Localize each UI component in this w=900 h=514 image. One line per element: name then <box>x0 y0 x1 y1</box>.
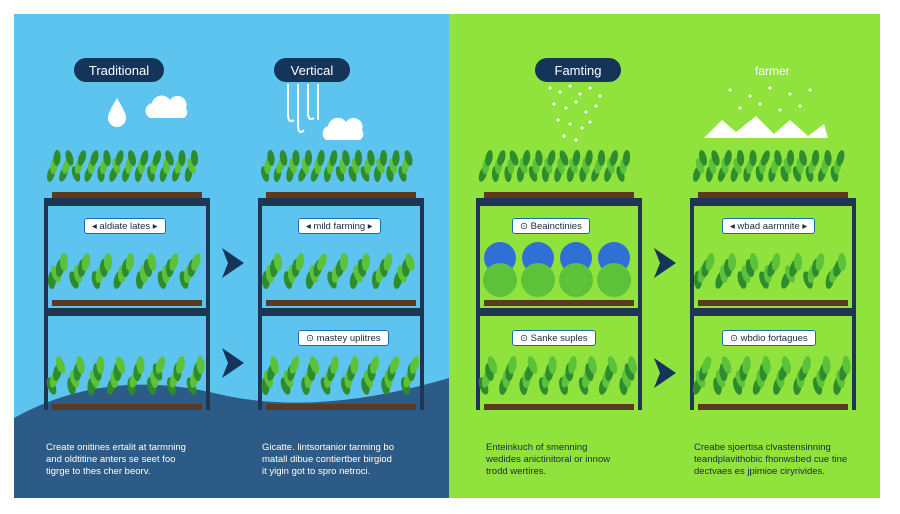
sprinkle-icon <box>540 82 610 144</box>
caption-line: Creabe sjoertisa clvastensinning <box>694 442 874 454</box>
caption-line: Gicatte. lintsortanior tarming bo <box>262 442 442 454</box>
caption-traditional: Create onitines ertalit at tarmning and … <box>46 442 226 478</box>
shelf-unit <box>690 140 856 410</box>
right-arrow-icon <box>218 246 248 280</box>
shelf-label: ⊙ mastey uplitres <box>298 330 389 346</box>
shelf-label: ⊙ Beainctinies <box>512 218 590 234</box>
caption-line: Create onitines ertalit at tarmning <box>46 442 226 454</box>
right-arrow-icon <box>218 346 248 380</box>
caption-line: Enteinkuch of smenning <box>486 442 666 454</box>
shelf-label-text: mastey uplitres <box>317 333 381 344</box>
mountain-snow-icon <box>700 84 830 140</box>
caption-line: and oldtitine anters se seet foo <box>46 454 226 466</box>
shelf-unit <box>44 140 210 410</box>
shelf-label-text: wbdio fortagues <box>741 333 808 344</box>
shelf-label: ⊙ Sanke suples <box>512 330 596 346</box>
shelf-label-text: mild farming <box>313 221 365 232</box>
column-title-traditional: Traditional <box>74 58 164 82</box>
caption-famting: Enteinkuch of smenning wedides anictinit… <box>486 442 666 478</box>
shelf-label-text: aldiate lates <box>99 221 150 232</box>
caption-line: trodd wertires. <box>486 466 666 478</box>
column-title-famting: Famting <box>535 58 621 82</box>
shelf-label-text: Beainctinies <box>531 221 582 232</box>
rain-cloud-icon <box>278 84 378 144</box>
caption-line: wedides anictinitoral or innow <box>486 454 666 466</box>
shelf-label-text: wbad aarmnite <box>737 221 799 232</box>
caption-farmer: Creabe sjoertisa clvastensinning teandpl… <box>694 442 874 478</box>
shelf-unit <box>258 140 424 410</box>
cloud-icon <box>142 94 192 120</box>
right-arrow-icon <box>650 356 680 390</box>
caption-line: dectvaes es jpimioe ciryrivides. <box>694 466 874 478</box>
shelf-label: ◂ aldiate lates ▸ <box>84 218 166 234</box>
column-title-farmer: farmer <box>755 64 790 78</box>
shelf-label-text: Sanke suples <box>531 333 588 344</box>
caption-vertical: Gicatte. lintsortanior tarming bo matall… <box>262 442 442 478</box>
shelf-label: ◂ wbad aarmnite ▸ <box>722 218 815 234</box>
column-title-vertical: Vertical <box>274 58 350 82</box>
caption-line: teandplavithobic fhonwsbed cue tine <box>694 454 874 466</box>
caption-line: it yigin got to spro netroci. <box>262 466 442 478</box>
caption-line: tigrge to thes cher beorv. <box>46 466 226 478</box>
right-arrow-icon <box>650 246 680 280</box>
caption-line: matall dibue contiertber birgiod <box>262 454 442 466</box>
shelf-unit <box>476 140 642 410</box>
water-drop-icon <box>104 96 130 128</box>
shelf-label: ⊙ wbdio fortagues <box>722 330 816 346</box>
shelf-label: ◂ mild farming ▸ <box>298 218 381 234</box>
